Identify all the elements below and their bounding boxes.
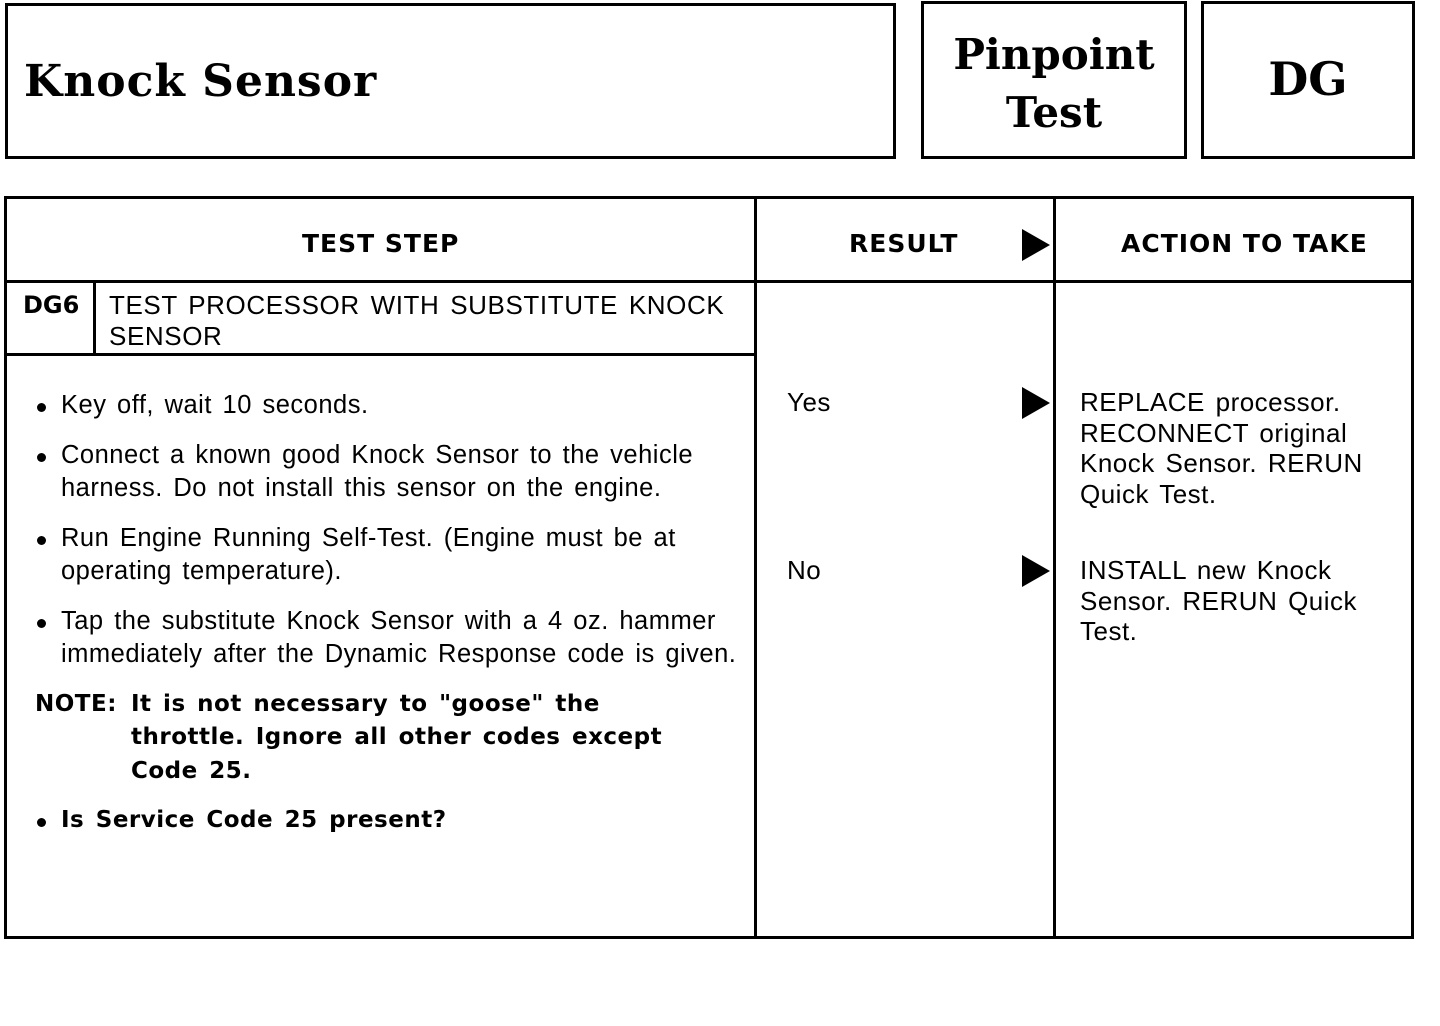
column-divider — [754, 199, 757, 936]
question-item: Is Service Code 25 present? — [33, 804, 743, 838]
note: NOTE: It is not necessary to "goose" the… — [33, 688, 743, 789]
result-yes: Yes — [787, 387, 831, 417]
result-no: No — [787, 555, 822, 585]
instruction-item: Run Engine Running Self-Test. (Engine mu… — [33, 522, 743, 589]
note-label: NOTE: — [35, 690, 117, 717]
instruction-item: Key off, wait 10 seconds. — [33, 389, 743, 423]
step-instructions: Key off, wait 10 seconds. Connect a know… — [33, 389, 743, 854]
action-yes: REPLACE processor. RECONNECT original Kn… — [1080, 387, 1363, 509]
header-test-step: TEST STEP — [302, 229, 460, 258]
step-title-divider — [7, 353, 754, 356]
page-title: Knock Sensor — [24, 56, 378, 107]
instruction-item: Connect a known good Knock Sensor to the… — [33, 439, 743, 506]
action-no: INSTALL new Knock Sensor. RERUN Quick Te… — [1080, 555, 1358, 646]
header-result: RESULT — [849, 229, 959, 258]
instruction-item: Tap the substitute Knock Sensor with a 4… — [33, 605, 743, 672]
note-text: It is not necessary to "goose" the throt… — [131, 690, 663, 784]
step-id-divider — [93, 283, 96, 355]
title-box: Knock Sensor — [5, 3, 896, 159]
pinpoint-test-box: Pinpoint Test — [921, 1, 1187, 159]
no-arrow-icon — [1022, 555, 1050, 587]
header-action: ACTION TO TAKE — [1121, 229, 1368, 258]
column-divider — [1053, 199, 1056, 936]
test-table: TEST STEP RESULT ACTION TO TAKE DG6 TEST… — [4, 196, 1414, 939]
header-divider — [7, 280, 1411, 283]
step-title: TEST PROCESSOR WITH SUBSTITUTE KNOCK SEN… — [109, 290, 725, 351]
test-code-box: DG — [1201, 1, 1415, 159]
test-code: DG — [1268, 52, 1348, 106]
step-id: DG6 — [23, 291, 80, 319]
pinpoint-label-line2: Test — [1005, 88, 1103, 137]
pinpoint-test-label: Pinpoint Test — [924, 26, 1184, 142]
result-arrow-icon — [1022, 229, 1050, 261]
pinpoint-label-line1: Pinpoint — [953, 30, 1155, 79]
yes-arrow-icon — [1022, 387, 1050, 419]
